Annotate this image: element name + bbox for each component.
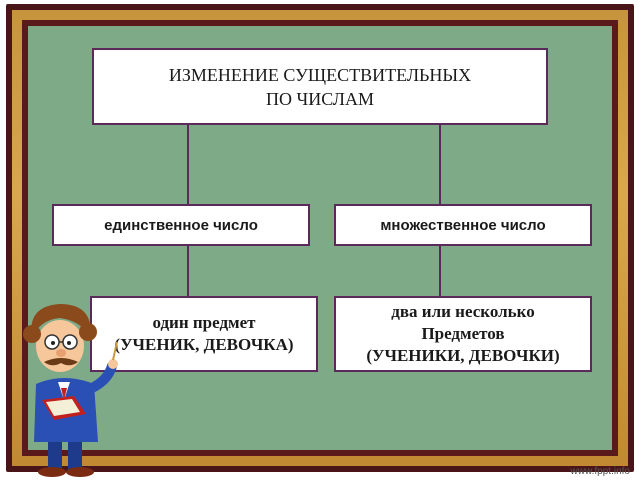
plural-box: множественное число [334,204,592,246]
plural-example-box: два или несколько Предметов (УЧЕНИКИ, ДЕ… [334,296,592,372]
plural-example-line3: (УЧЕНИКИ, ДЕВОЧКИ) [366,345,559,367]
singular-box: единственное число [52,204,310,246]
teacher-cartoon-icon [14,296,124,480]
root-title-line2: ПО ЧИСЛАМ [266,87,374,111]
singular-example-box: один предмет (УЧЕНИК, ДЕВОЧКА) [90,296,318,372]
root-title-line1: ИЗМЕНЕНИЕ СУЩЕСТВИТЕЛЬНЫХ [169,63,471,87]
singular-example-line2: (УЧЕНИК, ДЕВОЧКА) [114,334,293,356]
plural-example-line1: два или несколько [391,301,534,323]
singular-label: единственное число [104,217,258,234]
plural-example-line2: Предметов [421,323,504,345]
connector-right-down [439,246,441,296]
connector-root-right [439,124,441,204]
plural-label: множественное число [380,217,545,234]
root-box: ИЗМЕНЕНИЕ СУЩЕСТВИТЕЛЬНЫХ ПО ЧИСЛАМ [92,48,548,125]
singular-example-line1: один предмет [152,312,255,334]
connector-root-left [187,124,189,204]
connector-left-down [187,246,189,296]
watermark: www.fppt.info [571,466,630,477]
